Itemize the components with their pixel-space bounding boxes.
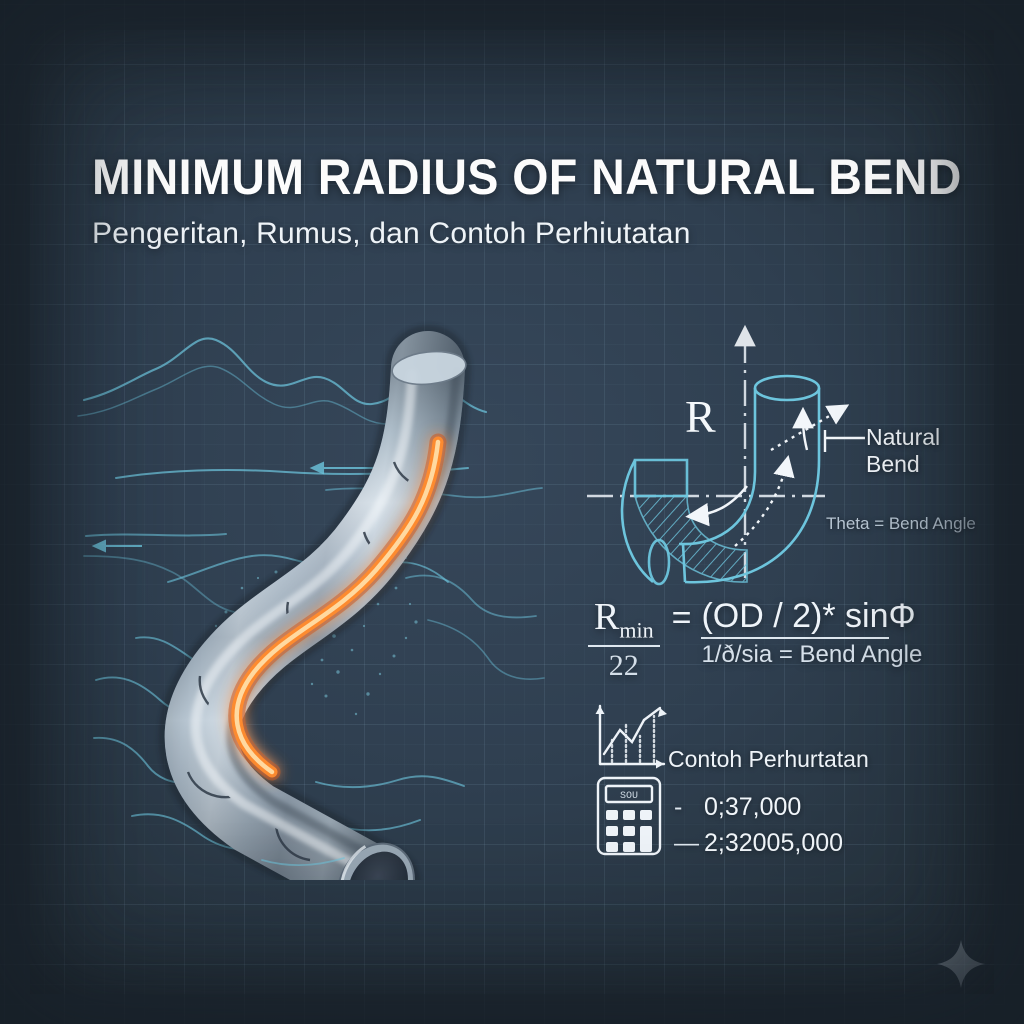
formula-note: 1/ð/sia = Bend Angle [701, 641, 923, 669]
natural-bend-line1: Natural [866, 424, 941, 450]
rmin-fraction: Rmin 22 [588, 598, 660, 684]
example-value-row: — 2;32005,000 [674, 826, 843, 862]
rmin-subscript: min [619, 617, 654, 643]
foreground-contours [261, 857, 345, 866]
od-over-two-term: (OD / 2)* sin [701, 597, 889, 639]
pipe-body [158, 325, 471, 880]
bend-technical-diagram: R [575, 310, 995, 600]
bend-glow [228, 433, 447, 781]
example-value-1: 2;32005,000 [704, 828, 844, 857]
page-subtitle: Pengeritan, Rumus, dan Contoh Perhiutata… [92, 217, 691, 250]
pipe-top-cap [391, 350, 467, 386]
sparkle-icon [935, 938, 987, 995]
section-hatching [633, 495, 748, 583]
radius-label: R [685, 391, 716, 442]
natural-bend-line2: Bend [866, 451, 920, 478]
example-marker-0: - [674, 793, 683, 821]
formula-block: Rmin 22 = (OD / 2)* sinΦ 1/ð/sia = Bend … [588, 597, 923, 684]
header: MINIMUM RADIUS OF NATURAL BEND Pengerita… [92, 149, 962, 251]
phi-symbol: Φ [888, 597, 916, 635]
radius-arrow [685, 485, 749, 527]
rmin-symbol: R [594, 596, 620, 638]
line-chart-icon [595, 704, 667, 769]
pipeline-illustration [76, 320, 546, 880]
equals-sign: = [671, 599, 692, 637]
pipe-open-end [337, 842, 415, 880]
formula-expression: (OD / 2)* sinΦ [701, 597, 922, 639]
example-block: SOU Contoh Perhurtatan - 0;37,000 — 2;32… [586, 696, 986, 857]
rmin-numerator: Rmin [588, 598, 660, 647]
calculator-icon [596, 776, 662, 856]
diagram-axes [587, 324, 825, 578]
natural-bend-callout: Natural Bend [866, 424, 940, 478]
example-value-row: - 0;37,000 [674, 790, 843, 826]
callout-leader-line [823, 430, 865, 452]
calculator-display-text: SOU [620, 791, 638, 802]
theta-note: Theta = Bend Angle [826, 514, 976, 533]
example-value-0: 0;37,000 [704, 793, 802, 821]
rmin-denominator: 22 [608, 648, 639, 682]
example-marker-1: — [674, 828, 699, 857]
example-values-list: - 0;37,000 — 2;32005,000 [674, 790, 843, 861]
natural-bend-arrow [734, 404, 850, 547]
formula-right-side: (OD / 2)* sinΦ 1/ð/sia = Bend Angle [701, 597, 923, 669]
page-title: MINIMUM RADIUS OF NATURAL BEND [92, 149, 962, 205]
example-title: Contoh Perhurtatan [668, 746, 869, 772]
